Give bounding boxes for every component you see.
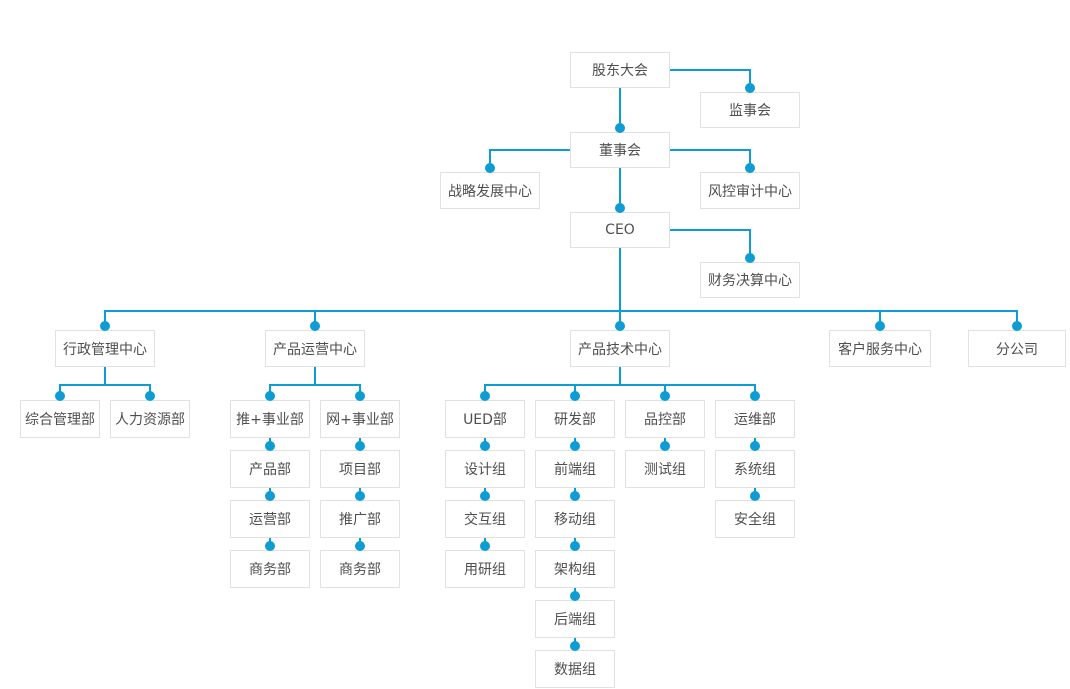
org-node-risk-audit-center: 风控审计中心 <box>700 172 800 209</box>
org-node-rd-dept: 研发部 <box>535 400 615 438</box>
connector-line <box>619 168 621 210</box>
connector-dot <box>480 441 490 451</box>
connector-dot <box>355 541 365 551</box>
org-node-testing-team: 测试组 <box>625 450 705 488</box>
org-node-operations-dept: 运营部 <box>230 500 310 538</box>
connector-line <box>619 367 621 386</box>
org-node-hr-dept: 人力资源部 <box>110 400 190 438</box>
org-node-shareholders-meeting: 股东大会 <box>570 52 670 88</box>
connector-line <box>619 248 621 312</box>
org-node-business-dept-right: 商务部 <box>320 550 400 588</box>
org-node-data-team: 数据组 <box>535 650 615 688</box>
connector-dot <box>265 491 275 501</box>
connector-line <box>314 367 316 386</box>
connector-dot <box>570 541 580 551</box>
org-node-design-team: 设计组 <box>445 450 525 488</box>
connector-dot <box>570 391 580 401</box>
connector-dot <box>750 391 760 401</box>
org-node-mobile-team: 移动组 <box>535 500 615 538</box>
connector-line <box>104 367 106 386</box>
org-node-strategy-center: 战略发展中心 <box>440 172 540 209</box>
org-node-finance-center: 财务决算中心 <box>700 262 800 298</box>
org-node-project-dept: 项目部 <box>320 450 400 488</box>
connector-dot <box>265 541 275 551</box>
connector-line <box>670 229 751 231</box>
org-node-product-dept: 产品部 <box>230 450 310 488</box>
connector-dot <box>355 491 365 501</box>
connector-line <box>484 384 756 386</box>
connector-dot <box>355 391 365 401</box>
connector-dot <box>745 163 755 173</box>
connector-dot <box>570 591 580 601</box>
org-node-qc-dept: 品控部 <box>625 400 705 438</box>
connector-dot <box>570 491 580 501</box>
org-node-admin-center: 行政管理中心 <box>55 330 155 367</box>
connector-dot <box>480 391 490 401</box>
connector-dot <box>485 163 495 173</box>
connector-dot <box>570 441 580 451</box>
org-node-promotion-dept: 推广部 <box>320 500 400 538</box>
connector-line <box>670 69 751 71</box>
org-node-customer-service-center: 客户服务中心 <box>829 330 931 367</box>
connector-dot <box>55 391 65 401</box>
connector-line <box>749 151 751 170</box>
org-node-system-team: 系统组 <box>715 450 795 488</box>
connector-line <box>314 312 316 328</box>
org-node-ops-dept: 运维部 <box>715 400 795 438</box>
connector-dot <box>145 391 155 401</box>
org-node-wang-division: 网+事业部 <box>320 400 400 438</box>
connector-dot <box>355 441 365 451</box>
connector-dot <box>745 83 755 93</box>
org-node-supervisory-board: 监事会 <box>700 92 800 128</box>
org-node-interaction-team: 交互组 <box>445 500 525 538</box>
connector-line <box>1016 312 1018 328</box>
connector-dot <box>750 491 760 501</box>
org-node-business-dept-left: 商务部 <box>230 550 310 588</box>
connector-line <box>670 149 751 151</box>
connector-line <box>489 151 491 170</box>
org-node-architecture-team: 架构组 <box>535 550 615 588</box>
org-node-product-ops-center: 产品运营中心 <box>265 330 365 367</box>
connector-dot <box>310 321 320 331</box>
connector-line <box>59 384 151 386</box>
connector-line <box>619 312 621 328</box>
connector-line <box>879 312 881 328</box>
connector-line <box>619 88 621 130</box>
org-node-tui-division: 推+事业部 <box>230 400 310 438</box>
org-node-ued-dept: UED部 <box>445 400 525 438</box>
connector-dot <box>480 541 490 551</box>
org-node-branch-company: 分公司 <box>968 330 1066 367</box>
connector-line <box>269 384 361 386</box>
connector-line <box>104 310 1018 312</box>
connector-dot <box>1012 321 1022 331</box>
org-node-ceo: CEO <box>570 212 670 248</box>
connector-dot <box>265 441 275 451</box>
connector-dot <box>570 641 580 651</box>
connector-dot <box>615 203 625 213</box>
connector-line <box>104 312 106 328</box>
org-node-user-research-team: 用研组 <box>445 550 525 588</box>
connector-dot <box>750 441 760 451</box>
org-node-board-of-directors: 董事会 <box>570 132 670 168</box>
org-node-general-mgmt-dept: 综合管理部 <box>20 400 100 438</box>
connector-dot <box>745 253 755 263</box>
connector-dot <box>660 441 670 451</box>
connector-dot <box>615 123 625 133</box>
connector-dot <box>265 391 275 401</box>
org-node-backend-team: 后端组 <box>535 600 615 638</box>
org-node-security-team: 安全组 <box>715 500 795 538</box>
org-node-product-tech-center: 产品技术中心 <box>570 330 670 367</box>
connector-line <box>749 231 751 260</box>
org-node-frontend-team: 前端组 <box>535 450 615 488</box>
connector-dot <box>480 491 490 501</box>
connector-line <box>489 149 570 151</box>
connector-dot <box>100 321 110 331</box>
connector-dot <box>615 321 625 331</box>
connector-line <box>749 71 751 90</box>
connector-dot <box>875 321 885 331</box>
connector-dot <box>660 391 670 401</box>
